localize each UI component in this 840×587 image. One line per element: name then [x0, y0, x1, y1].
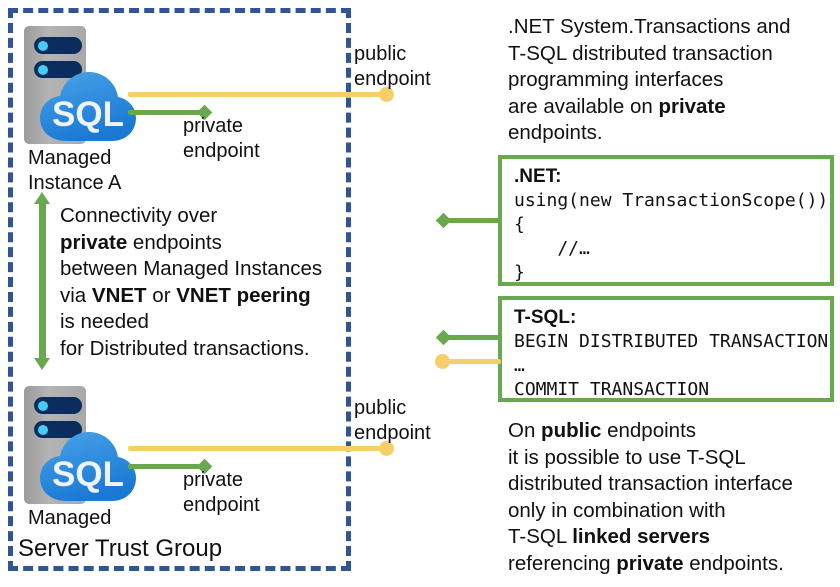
dotnet-connector-node: [435, 212, 452, 229]
server-led-icon: [38, 400, 48, 411]
top-note: .NET System.Transactions and T-SQL distr…: [508, 15, 791, 144]
server-led-icon: [38, 64, 48, 75]
public-endpoint-line-b: [128, 446, 386, 451]
sql-logo-text: SQL: [52, 455, 124, 494]
public-endpoint-line-a: [128, 92, 386, 97]
connectivity-note: Connectivity over private endpoints betw…: [60, 204, 323, 360]
tsql-private-connector-line: [445, 335, 501, 340]
public-endpoint-node-a: [379, 87, 394, 102]
sql-logo-text: SQL: [52, 95, 124, 134]
tsql-private-connector-node: [435, 329, 452, 346]
server-trust-group-label: Server Trust Group: [16, 535, 225, 563]
server-bay-icon: [34, 421, 82, 438]
arrow-head-down-icon: [34, 358, 50, 370]
tsql-code-title: T-SQL:: [514, 307, 577, 328]
public-endpoint-node-b: [379, 441, 394, 456]
tsql-public-connector-line: [449, 359, 501, 364]
server-trust-group-container: [8, 8, 351, 571]
private-connectivity-arrow: [34, 192, 51, 370]
arrow-shaft: [39, 203, 46, 359]
private-endpoint-line-a: [128, 110, 206, 115]
server-bay-icon: [34, 397, 82, 414]
sql-cloud-icon: SQL: [38, 70, 138, 144]
sql-cloud-icon: SQL: [38, 430, 138, 504]
dotnet-connector-line: [445, 218, 501, 223]
arrow-head-up-icon: [34, 192, 50, 204]
server-bay-icon: [34, 61, 82, 78]
server-led-icon: [38, 424, 48, 435]
bottom-note: On public endpoints it is possible to us…: [508, 419, 793, 575]
tsql-public-connector-node: [435, 354, 450, 369]
tsql-code-body: BEGIN DISTRIBUTED TRANSACTION … COMMIT T…: [514, 331, 829, 400]
dotnet-code-box: .NET: using(new TransactionScope()) { //…: [498, 155, 834, 286]
tsql-code-box: T-SQL: BEGIN DISTRIBUTED TRANSACTION … C…: [498, 296, 834, 402]
dotnet-code-title: .NET:: [514, 166, 562, 187]
dotnet-code-body: using(new TransactionScope()) { //… }: [514, 190, 829, 283]
server-bay-icon: [34, 37, 82, 54]
private-endpoint-line-b: [128, 464, 206, 469]
server-led-icon: [38, 40, 48, 51]
